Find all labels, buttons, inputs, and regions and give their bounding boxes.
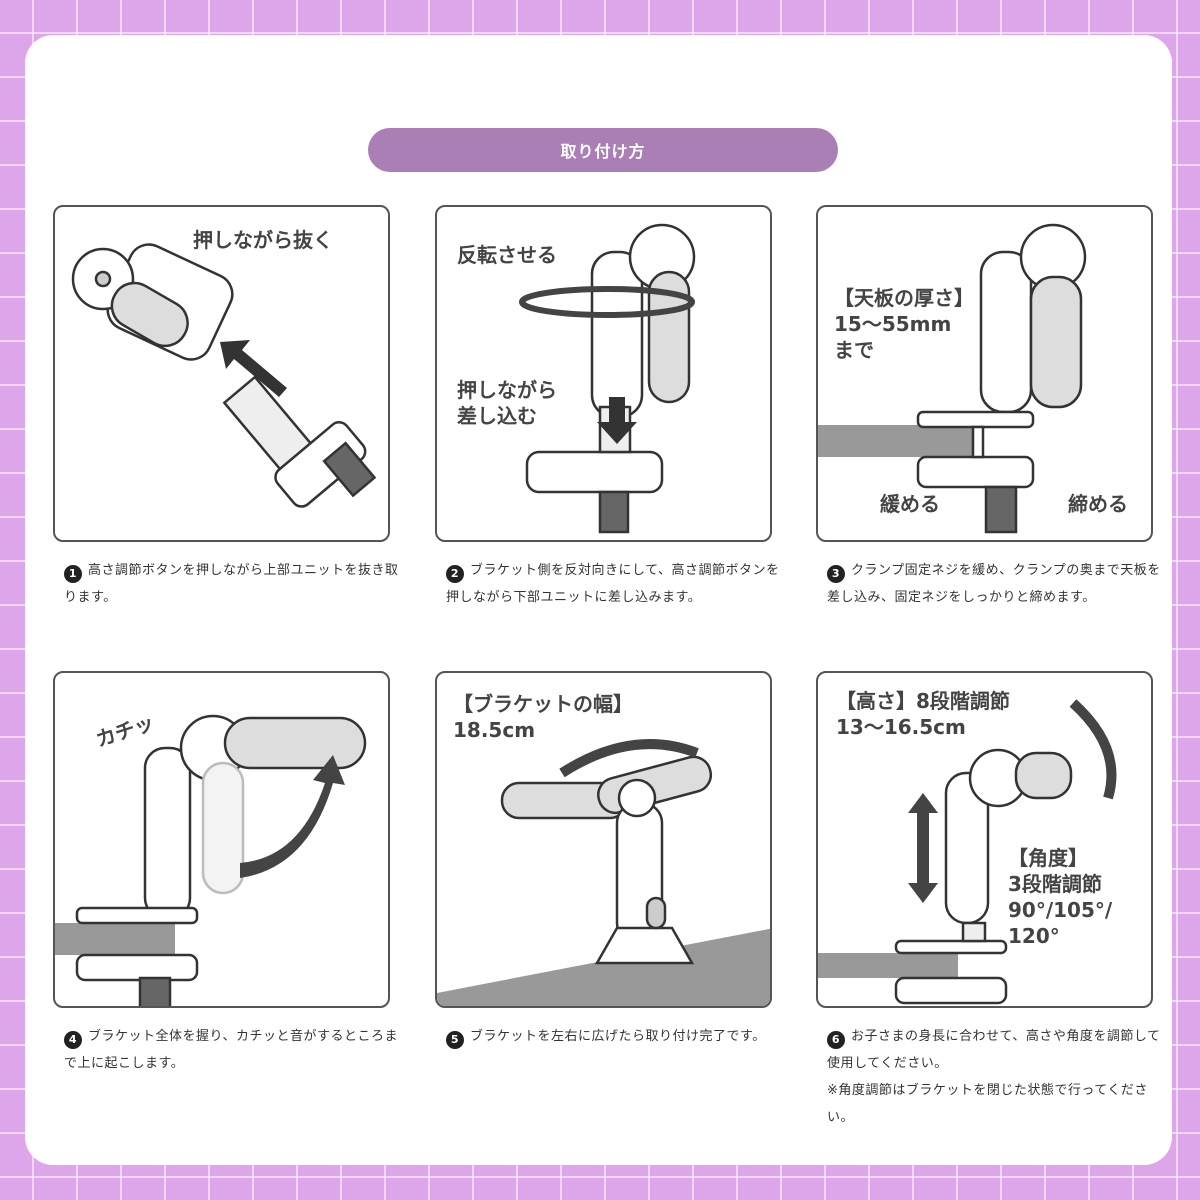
step-number: 6 <box>827 1030 845 1049</box>
width-arrow-icon <box>559 739 699 778</box>
step-5-label-width: 【ブラケットの幅】 18.5cm <box>453 692 633 742</box>
bracket-reverse-drawing <box>519 223 696 534</box>
step-5-illustration: 【ブラケットの幅】 18.5cm <box>435 671 772 1008</box>
step-3-illustration: 【天板の厚さ】 15〜55mm まで 緩める 締める <box>816 205 1153 542</box>
angle-arrow-icon <box>1069 699 1117 800</box>
height-angle-adjust-drawing <box>818 699 1117 1005</box>
bracket-raise-drawing <box>55 714 367 1006</box>
section-title: 取り付け方 <box>368 128 838 172</box>
rotate-arrow-icon <box>519 286 695 318</box>
step-2-label-rotate: 反転させる <box>457 243 557 267</box>
step-number: 3 <box>827 564 845 583</box>
step-6-illustration: 【高さ】8段階調節 13〜16.5cm 【角度】 3段階調節 90°/105°/… <box>816 671 1153 1008</box>
down-arrow-icon <box>597 397 637 444</box>
step-number: 1 <box>64 564 82 583</box>
step-6-note: ※角度調節はブラケットを閉じた状態で行ってください。 <box>827 1083 1148 1125</box>
step-1-illustration: 押しながら抜く <box>53 205 390 542</box>
arrow-icon <box>220 340 287 397</box>
step-3-label-tighten: 締める <box>1068 492 1128 516</box>
step-3-label-thickness: 【天板の厚さ】 15〜55mm まで <box>834 286 974 362</box>
bracket-open-drawing <box>437 739 770 1006</box>
bracket-removal-drawing <box>71 243 377 508</box>
step-number: 2 <box>446 564 464 583</box>
step-6-label-angle: 【角度】 3段階調節 90°/105°/ 120° <box>1008 846 1113 948</box>
clamp-tighten-drawing <box>818 223 1087 534</box>
step-6-label-height: 【高さ】8段階調節 13〜16.5cm <box>836 689 1010 739</box>
step-4-illustration: カチッ <box>53 671 390 1008</box>
step-number: 5 <box>446 1030 464 1049</box>
height-arrow-icon <box>908 793 938 903</box>
step-1-label: 押しながら抜く <box>193 228 333 252</box>
step-3-label-loosen: 緩める <box>880 492 940 516</box>
step-number: 4 <box>64 1030 82 1049</box>
step-2-illustration: 反転させる 押しながら 差し込む <box>435 205 772 542</box>
curved-arrow-icon <box>240 755 345 878</box>
step-2-label-insert: 押しながら 差し込む <box>457 378 557 428</box>
